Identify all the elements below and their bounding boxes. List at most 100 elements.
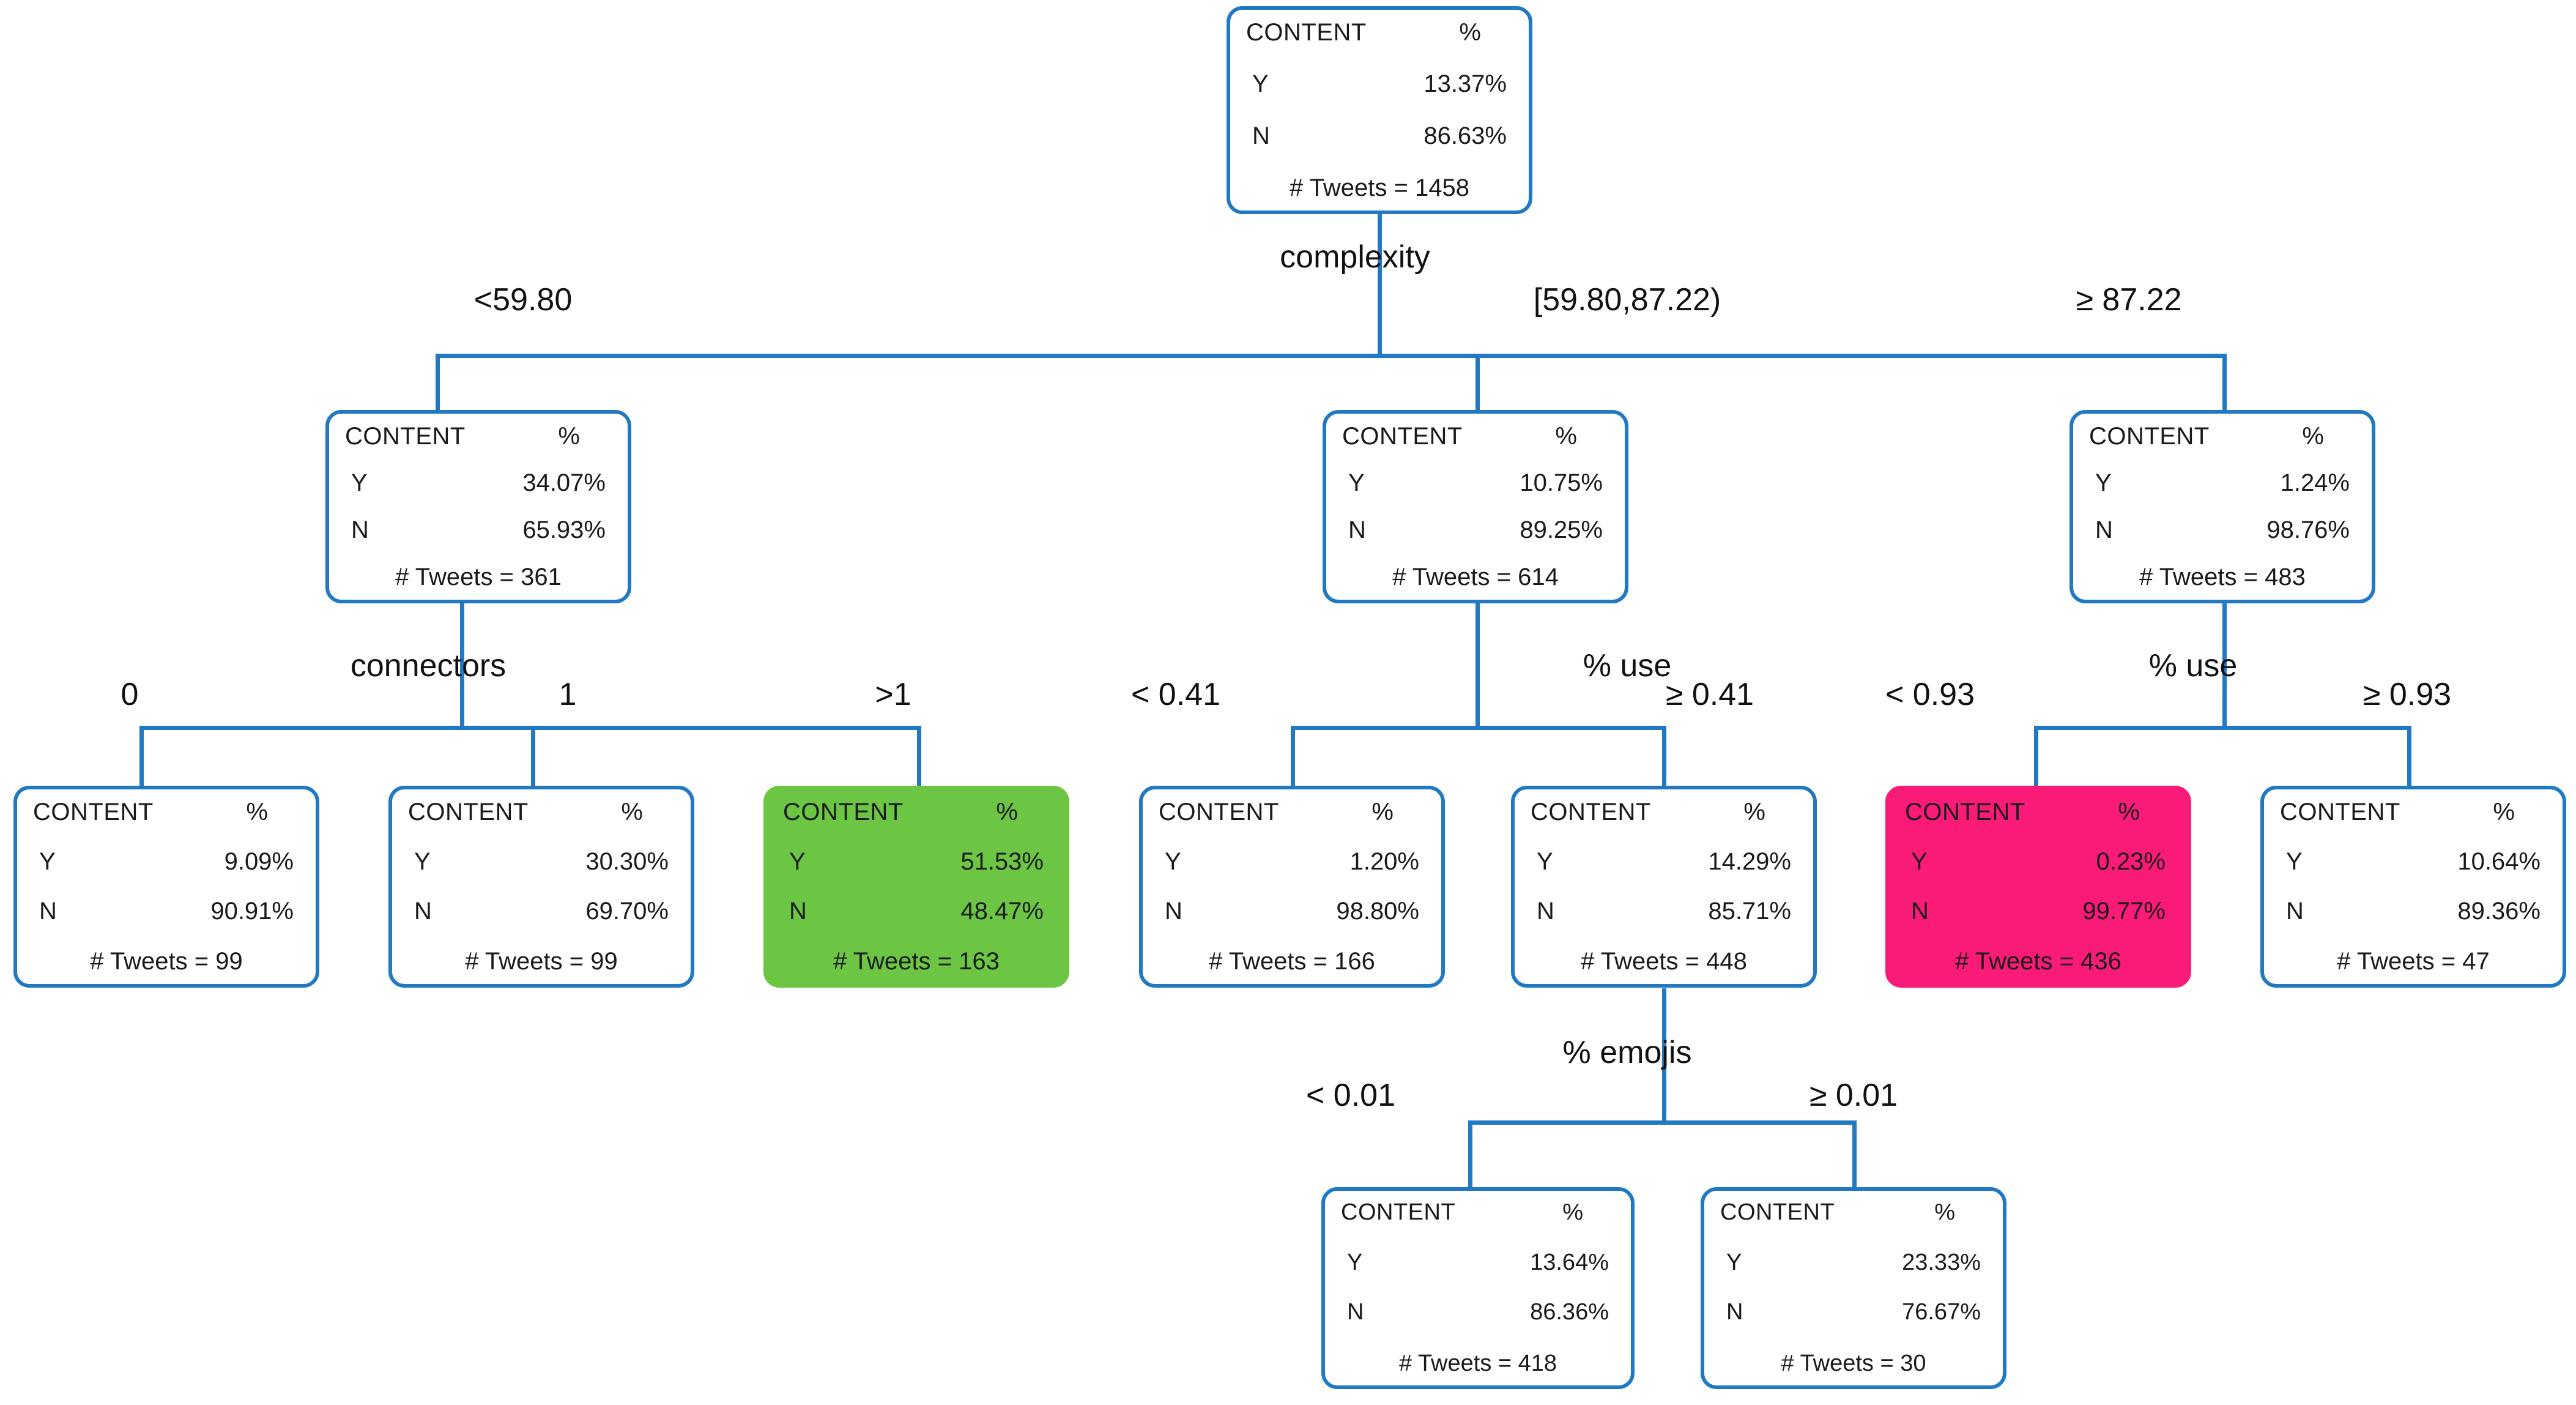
tree-node-l2-mid[interactable]: CONTENT % Y 10.75% N 89.25% # Tweets = 6…	[1323, 410, 1628, 603]
node-row-yes: Y 1.24%	[2089, 470, 2356, 496]
connector-use041-bar	[1291, 726, 1666, 730]
node-row-no: N 90.91%	[33, 898, 300, 924]
node-yes-value: 13.37%	[1423, 70, 1507, 98]
node-no-label: N	[789, 898, 807, 925]
branch-label-complexity-high: ≥ 87.22	[2076, 282, 2182, 318]
node-row-yes: Y 9.09%	[33, 849, 300, 874]
node-header-pct: %	[1372, 799, 1394, 825]
split-label-use-right: % use	[2148, 648, 2238, 684]
node-header-row: CONTENT %	[2280, 799, 2547, 825]
node-no-value: 86.36%	[1530, 1299, 1609, 1325]
node-no-value: 69.70%	[585, 898, 669, 925]
node-yes-value: 13.64%	[1530, 1249, 1609, 1275]
node-header-pct: %	[1459, 19, 1481, 46]
node-yes-label: Y	[414, 848, 431, 875]
node-total: # Tweets = 99	[90, 948, 243, 975]
node-row-no: N 89.36%	[2280, 898, 2547, 924]
tree-node-l3-c-highlight-green[interactable]: CONTENT % Y 51.53% N 48.47% # Tweets = 1…	[763, 786, 1069, 988]
node-no-value: 98.80%	[1336, 898, 1419, 925]
node-no-label: N	[1347, 1299, 1364, 1325]
node-yes-value: 0.23%	[2096, 848, 2166, 875]
node-total: # Tweets = 448	[1581, 948, 1747, 975]
node-yes-label: Y	[2286, 848, 2303, 875]
node-yes-label: Y	[1165, 848, 1181, 875]
node-yes-label: Y	[1252, 70, 1269, 98]
node-row-no: N 65.93%	[345, 517, 612, 543]
node-yes-value: 34.07%	[522, 469, 606, 497]
tree-node-l4-b[interactable]: CONTENT % Y 23.33% N 76.67% # Tweets = 3…	[1701, 1187, 2006, 1389]
node-header-pct: %	[996, 799, 1018, 825]
tree-node-l3-a[interactable]: CONTENT % Y 9.09% N 90.91% # Tweets = 99	[13, 786, 319, 988]
connector-drop-l3-g	[2407, 726, 2411, 786]
node-yes-label: Y	[1911, 848, 1928, 875]
node-no-value: 90.91%	[210, 898, 294, 925]
node-header-row: CONTENT %	[1720, 1199, 1987, 1225]
node-header-pct: %	[246, 799, 268, 825]
node-header-class: CONTENT	[1341, 1199, 1456, 1225]
node-row-no: N 98.80%	[1159, 898, 1425, 924]
node-yes-label: Y	[789, 848, 806, 875]
tree-node-l2-right[interactable]: CONTENT % Y 1.24% N 98.76% # Tweets = 48…	[2069, 410, 2375, 603]
tree-node-l3-f-highlight-pink[interactable]: CONTENT % Y 0.23% N 99.77% # Tweets = 43…	[1885, 786, 2191, 988]
node-header-row: CONTENT %	[345, 423, 612, 449]
node-row-yes: Y 23.33%	[1720, 1250, 1987, 1275]
node-yes-label: Y	[1348, 469, 1365, 497]
node-yes-label: Y	[39, 848, 56, 875]
node-yes-value: 14.29%	[1708, 848, 1791, 875]
connector-drop-l2-right	[2222, 354, 2227, 412]
node-no-value: 48.47%	[960, 898, 1044, 925]
connector-drop-l3-a	[139, 726, 144, 786]
node-yes-value: 30.30%	[585, 848, 669, 875]
tree-node-l3-b[interactable]: CONTENT % Y 30.30% N 69.70% # Tweets = 9…	[388, 786, 694, 988]
node-yes-label: Y	[2095, 469, 2112, 497]
node-total: # Tweets = 1458	[1290, 174, 1469, 201]
node-no-label: N	[2286, 898, 2304, 925]
branch-label-complexity-low: <59.80	[473, 282, 573, 318]
node-row-yes: Y 1.20%	[1159, 849, 1425, 874]
tree-node-l3-e[interactable]: CONTENT % Y 14.29% N 85.71% # Tweets = 4…	[1511, 786, 1817, 988]
branch-label-use-lt041: < 0.41	[1130, 677, 1221, 712]
node-header-class: CONTENT	[1720, 1199, 1835, 1225]
node-no-value: 99.77%	[2082, 898, 2166, 925]
split-label-emojis: % emojis	[1562, 1035, 1692, 1070]
node-header-pct: %	[2118, 799, 2140, 825]
branch-label-connectors-gt1: >1	[875, 677, 911, 712]
node-row-yes: Y 51.53%	[783, 849, 1050, 874]
node-header-class: CONTENT	[1905, 799, 2025, 825]
node-no-value: 86.63%	[1423, 122, 1507, 149]
node-row-no: N 89.25%	[1342, 517, 1609, 543]
connector-drop-l3-e	[1662, 726, 1666, 786]
node-header-class: CONTENT	[2280, 799, 2400, 825]
connector-emojis-bar	[1468, 1120, 1856, 1125]
node-total: # Tweets = 436	[1955, 948, 2121, 975]
tree-node-l3-d[interactable]: CONTENT % Y 1.20% N 98.80% # Tweets = 16…	[1139, 786, 1445, 988]
node-no-label: N	[1726, 1299, 1743, 1325]
node-no-value: 85.71%	[1708, 898, 1791, 925]
node-no-value: 89.36%	[2457, 898, 2541, 925]
tree-node-l4-a[interactable]: CONTENT % Y 13.64% N 86.36% # Tweets = 4…	[1321, 1187, 1635, 1389]
node-header-row: CONTENT %	[33, 799, 300, 825]
connector-drop-l3-d	[1291, 726, 1295, 786]
node-header-class: CONTENT	[1342, 423, 1463, 450]
node-header-row: CONTENT %	[1531, 799, 1797, 825]
node-row-yes: Y 10.75%	[1342, 470, 1609, 496]
connector-use093-bar	[2034, 726, 2411, 730]
node-no-label: N	[1537, 898, 1554, 925]
split-label-use-mid: % use	[1583, 648, 1672, 684]
node-header-row: CONTENT %	[408, 799, 675, 825]
branch-label-use-lt093: < 0.93	[1885, 677, 1975, 712]
tree-node-l2-left[interactable]: CONTENT % Y 34.07% N 65.93% # Tweets = 3…	[325, 410, 631, 603]
node-no-label: N	[1911, 898, 1929, 925]
connector-drop-l3-b	[531, 726, 535, 786]
tree-node-l3-g[interactable]: CONTENT % Y 10.64% N 89.36% # Tweets = 4…	[2260, 786, 2566, 988]
node-header-pct: %	[1934, 1199, 1955, 1225]
node-yes-value: 51.53%	[960, 848, 1044, 875]
node-row-yes: Y 10.64%	[2280, 849, 2547, 874]
node-yes-label: Y	[1347, 1249, 1363, 1275]
tree-node-root[interactable]: CONTENT % Y 13.37% N 86.63% # Tweets = 1…	[1227, 6, 1532, 214]
connector-l2mid-stem	[1475, 603, 1480, 726]
split-label-complexity: complexity	[1280, 239, 1430, 275]
node-row-yes: Y 34.07%	[345, 470, 612, 496]
connector-drop-l2-left	[436, 354, 440, 412]
